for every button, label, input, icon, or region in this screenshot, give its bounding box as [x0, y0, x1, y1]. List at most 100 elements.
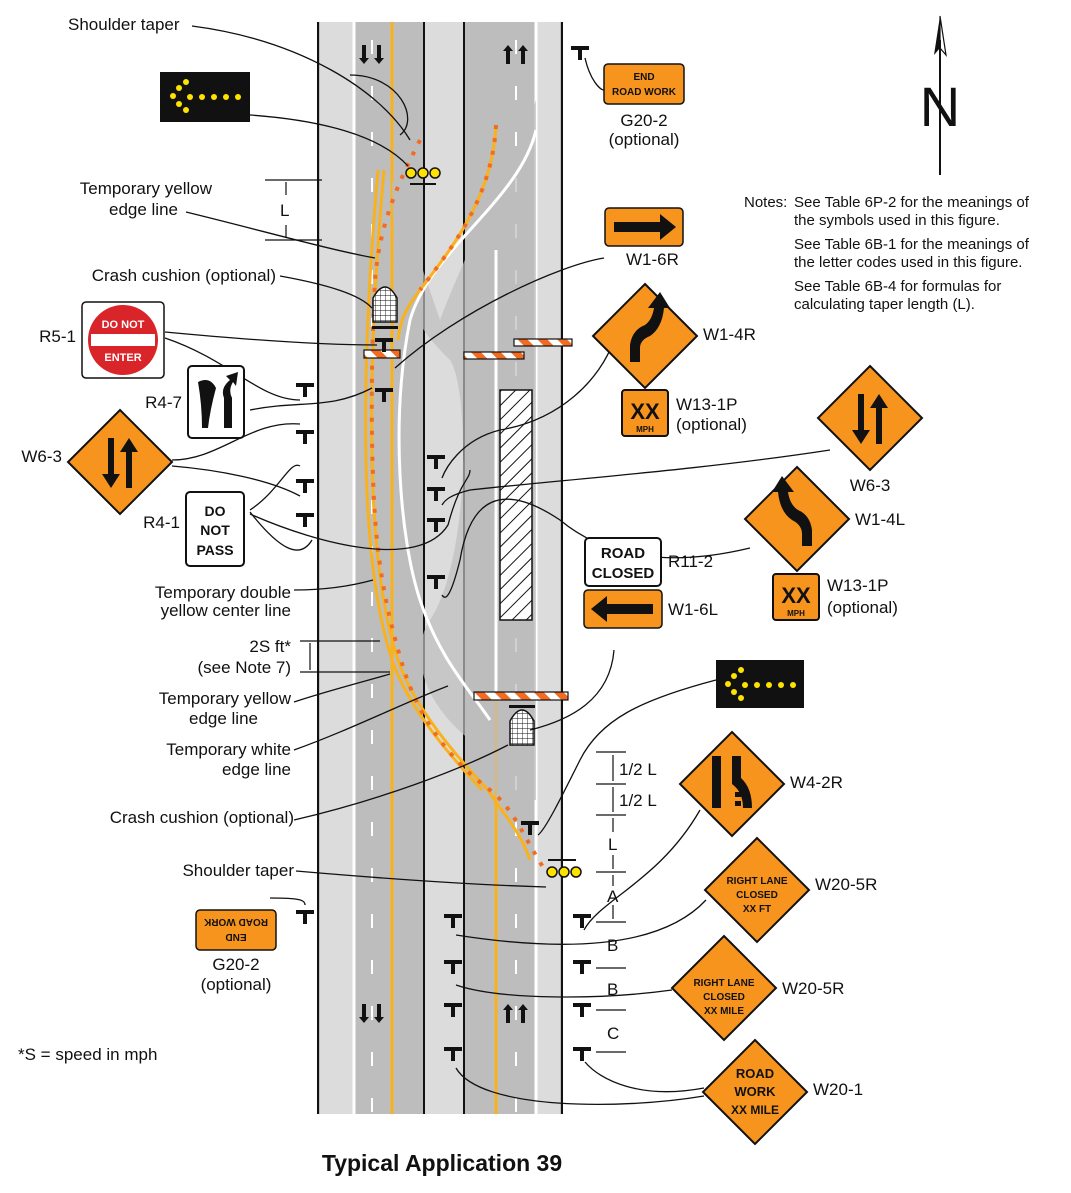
sign-r11-2: ROAD CLOSED R11-2 — [584, 537, 713, 587]
sign-w1-4r: W1-4R — [591, 282, 756, 390]
sign-r11-2-code: R11-2 — [668, 552, 713, 571]
lane-arrows — [359, 45, 528, 1023]
dimension-labels: L 1/2 L 1/2 L L A B B C — [280, 201, 657, 1043]
sign-g20-2-top-code: G20-2 — [620, 111, 667, 130]
label-spacing-1: 2S ft* — [249, 637, 291, 656]
sign-r5-1-line1: DO NOT — [102, 319, 145, 331]
notes-line-4: the letter codes used in this figure. — [794, 254, 1022, 271]
sign-w1-4l: W1-4L — [743, 465, 905, 573]
label-temp-yellow-edge-bottom-2: edge line — [189, 709, 258, 728]
callout-labels: Shoulder taper Temporary yellow edge lin… — [18, 15, 294, 1064]
notes-line-3: See Table 6B-1 for the meanings of — [794, 236, 1030, 253]
sign-r5-1-code: R5-1 — [39, 327, 76, 346]
label-temp-yellow-edge-top-2: edge line — [109, 200, 178, 219]
sign-w20-5r-ft-line1: RIGHT LANE — [726, 876, 787, 887]
sign-w13-1p-first-optional: (optional) — [676, 415, 747, 434]
sign-w20-5r-ft-code: W20-5R — [815, 875, 877, 894]
dim-half-L-1: 1/2 L — [619, 760, 657, 779]
sign-w1-4r-code: W1-4R — [703, 325, 756, 344]
sign-w1-6r: W1-6R — [604, 207, 684, 269]
arrow-board-bottom — [716, 660, 804, 708]
sign-w1-4l-code: W1-4L — [855, 510, 905, 529]
sign-g20-2-bottom-code: G20-2 — [212, 955, 259, 974]
label-shoulder-taper-bottom: Shoulder taper — [182, 861, 294, 880]
warning-lights — [405, 167, 582, 878]
dim-half-L-2: 1/2 L — [619, 791, 657, 810]
sign-w6-3-right: W6-3 — [816, 364, 924, 495]
sign-r11-2-line1: ROAD — [601, 545, 645, 562]
notes-prefix: Notes: — [744, 194, 787, 211]
sign-w20-5r-mile-line3: XX MILE — [704, 1006, 744, 1017]
sign-g20-2-top: END ROAD WORK G20-2 (optional) — [603, 63, 685, 149]
leader-lines — [164, 25, 831, 1106]
sign-r4-1-line2: NOT — [200, 522, 230, 538]
dim-A: A — [607, 887, 619, 906]
sign-g20-2-top-line2: ROAD WORK — [612, 87, 677, 98]
sign-g20-2-bottom-optional: (optional) — [201, 975, 272, 994]
figure-title: Typical Application 39 — [322, 1150, 562, 1176]
work-area — [499, 389, 533, 621]
sign-w20-1-line2: WORK — [734, 1084, 776, 1099]
label-temp-white-edge-2: edge line — [222, 760, 291, 779]
dim-B-2: B — [607, 980, 618, 999]
sign-w20-1-line1: ROAD — [736, 1066, 774, 1081]
dim-L-left: L — [280, 201, 289, 220]
footnote: *S = speed in mph — [18, 1045, 157, 1064]
sign-w13-1p-second: XX MPH W13-1P (optional) — [772, 573, 898, 621]
label-temp-double-yellow-1: Temporary double — [155, 583, 291, 602]
sign-w13-1p-first: XX MPH W13-1P (optional) — [621, 389, 747, 437]
sign-w13-1p-second-code: W13-1P — [827, 576, 888, 595]
sign-g20-2-bottom-line2: ROAD WORK — [203, 916, 268, 927]
sign-w20-5r-ft: RIGHT LANE CLOSED XX FT W20-5R — [703, 836, 877, 944]
crash-cushions — [372, 286, 535, 746]
sign-w20-1-line3: XX MILE — [731, 1103, 779, 1117]
dimensions — [265, 179, 626, 1053]
sign-w20-1-code: W20-1 — [813, 1080, 863, 1099]
sign-g20-2-top-line1: END — [633, 72, 654, 83]
sign-r4-1: DO NOT PASS R4-1 — [143, 491, 245, 567]
sign-w13-1p-first-code: W13-1P — [676, 395, 737, 414]
sign-g20-2-bottom: END ROAD WORK G20-2 (optional) — [195, 909, 277, 994]
notes-line-2: the symbols used in this figure. — [794, 212, 1000, 229]
left-shoulder — [320, 22, 354, 1114]
barricades — [363, 338, 573, 701]
sign-r4-1-line1: DO — [205, 503, 226, 519]
notes-line-5: See Table 6B-4 for formulas for — [794, 278, 1001, 295]
sign-w1-6r-code: W1-6R — [626, 250, 679, 269]
sign-w20-5r-mile-line2: CLOSED — [703, 992, 745, 1003]
sign-w6-3-right-code: W6-3 — [850, 476, 891, 495]
sign-g20-2-top-optional: (optional) — [609, 130, 680, 149]
sign-w4-2r-code: W4-2R — [790, 773, 843, 792]
notes: Notes: See Table 6P-2 for the meanings o… — [744, 194, 1030, 313]
sign-r11-2-line2: CLOSED — [592, 565, 655, 582]
sign-r4-7: R4-7 — [145, 365, 245, 439]
sign-r5-1: DO NOT ENTER R5-1 — [39, 301, 165, 379]
label-temp-yellow-edge-bottom-1: Temporary yellow — [159, 689, 292, 708]
label-shoulder-taper-top: Shoulder taper — [68, 15, 180, 34]
label-temp-yellow-edge-top-1: Temporary yellow — [80, 179, 213, 198]
dim-C: C — [607, 1024, 619, 1043]
north-label: N — [920, 75, 960, 138]
notes-line-1: See Table 6P-2 for the meanings of — [794, 194, 1030, 211]
arrow-board-top — [160, 72, 250, 122]
sign-r4-1-line3: PASS — [196, 542, 233, 558]
sign-w20-1: ROAD WORK XX MILE W20-1 — [701, 1038, 863, 1146]
north-arrow: N — [920, 15, 960, 175]
sign-w6-3-left: W6-3 — [21, 408, 174, 516]
sign-r5-1-line2: ENTER — [104, 352, 141, 364]
notes-line-6: calculating taper length (L). — [794, 296, 975, 313]
dim-L-right: L — [608, 835, 617, 854]
label-crash-cushion-bottom: Crash cushion (optional) — [110, 808, 294, 827]
sign-g20-2-bottom-line1: END — [225, 931, 246, 942]
label-temp-white-edge-1: Temporary white — [166, 740, 291, 759]
dim-B-1: B — [607, 936, 618, 955]
label-crash-cushion-top: Crash cushion (optional) — [92, 266, 276, 285]
sign-w4-2r: W4-2R — [678, 730, 843, 838]
sign-w13-1p-second-xx: XX — [781, 583, 811, 608]
sign-w20-5r-mile: RIGHT LANE CLOSED XX MILE W20-5R — [670, 934, 844, 1042]
sign-w13-1p-second-mph: MPH — [787, 609, 805, 618]
label-temp-double-yellow-2: yellow center line — [161, 601, 291, 620]
sign-w6-3-left-code: W6-3 — [21, 447, 62, 466]
sign-w20-5r-mile-line1: RIGHT LANE — [693, 978, 754, 989]
